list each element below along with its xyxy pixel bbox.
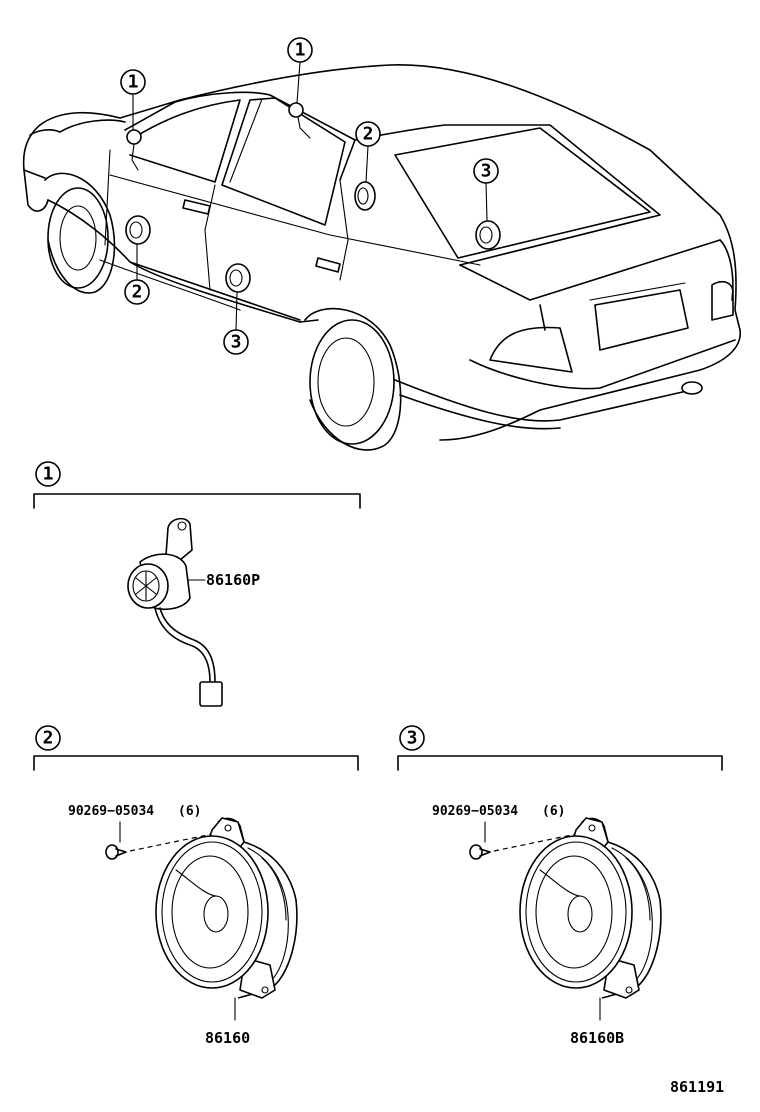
section-2-number: 2 xyxy=(43,728,54,749)
front-wheel xyxy=(44,172,116,294)
front-screw-quantity: (6) xyxy=(178,804,201,819)
rear-screw-quantity: (6) xyxy=(542,804,565,819)
svg-text:1: 1 xyxy=(295,40,306,61)
front-screw xyxy=(105,844,127,860)
callout-1-front: 1 xyxy=(120,69,146,95)
rear-wheel xyxy=(304,307,402,451)
section-3-rear-speaker: 3 90269−05034 (6) 86160B xyxy=(397,725,723,1047)
front-speaker-part-number: 86160 xyxy=(205,1029,250,1047)
callout-3-rear-door: 3 xyxy=(223,329,249,355)
front-speaker-illustration xyxy=(155,817,298,999)
callout-2-rear-pillar: 2 xyxy=(355,121,381,147)
callout-3-rear-deck: 3 xyxy=(473,158,499,184)
callout-1-rear: 1 xyxy=(287,37,313,63)
rear-screw-part-number: 90269−05034 xyxy=(432,804,518,819)
svg-text:3: 3 xyxy=(231,332,242,353)
car-speaker-front-door xyxy=(125,215,151,245)
car-illustration: 1 1 2 3 2 3 xyxy=(22,37,741,451)
figure-id: 861191 xyxy=(670,1078,724,1096)
section-3-number: 3 xyxy=(407,728,418,749)
rear-speaker-part-number: 86160B xyxy=(570,1029,624,1047)
car-speaker-rear-door xyxy=(225,263,251,293)
car-speaker-rear-deck xyxy=(475,220,501,250)
section-1-number: 1 xyxy=(43,464,54,485)
rear-speaker-illustration xyxy=(519,817,662,999)
svg-text:2: 2 xyxy=(363,124,374,145)
section-1-bracket xyxy=(33,493,361,509)
rear-screw xyxy=(469,844,491,860)
svg-text:1: 1 xyxy=(128,72,139,93)
tweeter-illustration xyxy=(127,517,223,707)
section-2-bracket xyxy=(33,755,359,771)
callout-2-front-door: 2 xyxy=(124,279,150,305)
tweeter-part-number: 86160P xyxy=(206,571,260,589)
car-tweeter-front xyxy=(126,129,142,171)
svg-text:3: 3 xyxy=(481,161,492,182)
front-screw-part-number: 90269−05034 xyxy=(68,804,154,819)
section-3-bracket xyxy=(397,755,723,771)
section-1-tweeter: 1 86160P xyxy=(33,461,361,707)
car-tweeter-rear xyxy=(288,102,311,139)
car-speaker-rear-pillar xyxy=(354,181,376,211)
section-2-front-speaker: 2 90269−05034 (6) xyxy=(33,725,359,1047)
svg-text:2: 2 xyxy=(132,282,143,303)
